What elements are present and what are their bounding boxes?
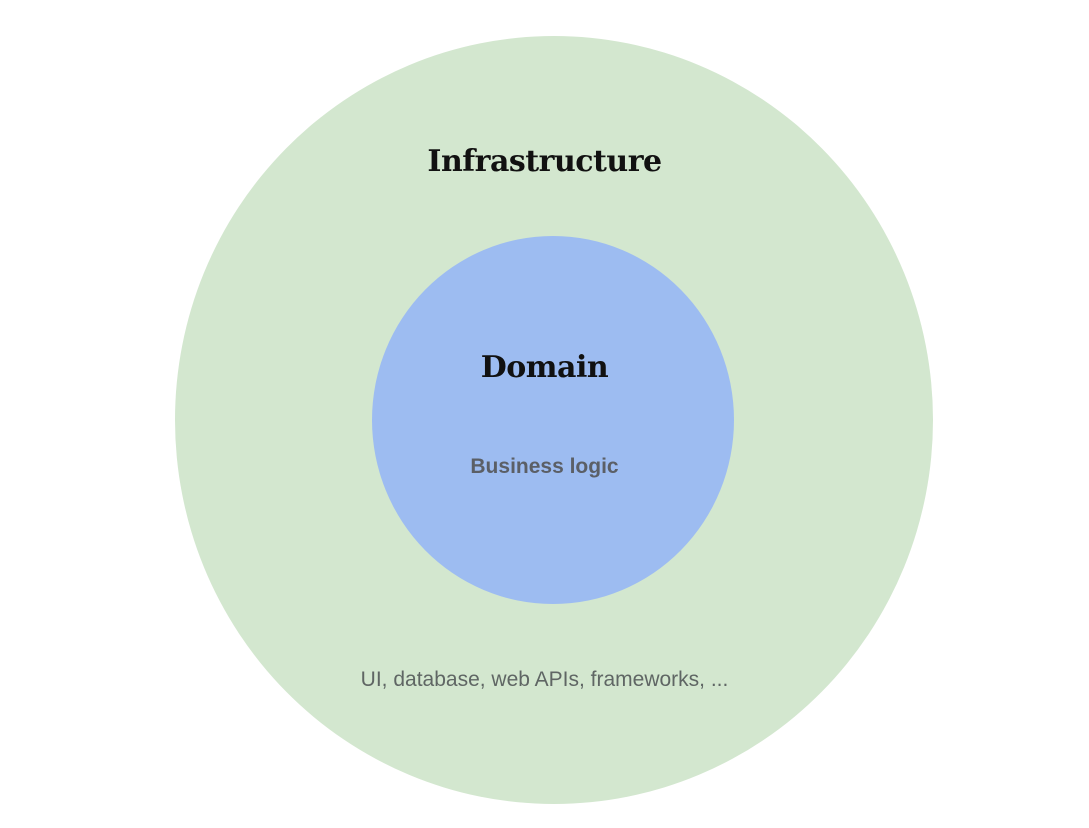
domain-layer-circle: [372, 236, 734, 604]
infrastructure-title: Infrastructure: [427, 144, 662, 179]
infrastructure-subtitle: UI, database, web APIs, frameworks, ...: [360, 668, 729, 691]
domain-subtitle: Business logic: [470, 455, 619, 478]
domain-title: Domain: [480, 350, 609, 385]
